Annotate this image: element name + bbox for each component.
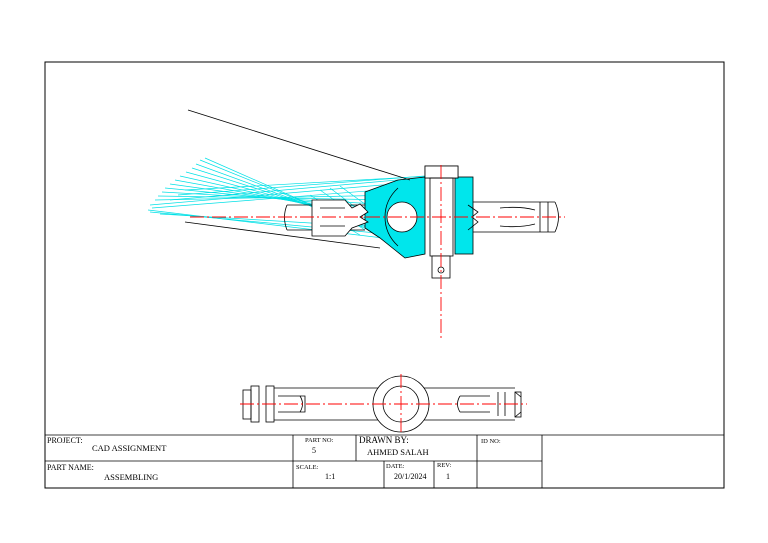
drawn-by-label: DRAWN BY: [359,435,409,445]
section-view [147,109,559,279]
part-name-label: PART NAME: [47,463,94,472]
part-no-value: 5 [312,446,316,455]
part-no-label: PART NO: [305,437,334,444]
sheet-border [44,61,725,489]
bottom-centerlines [240,374,527,435]
lower-edge-line [184,221,381,249]
leader-line [187,109,411,181]
section-centerlines [190,165,565,338]
drawn-by-value: AHMED SALAH [367,447,429,457]
rev-value: 1 [446,472,450,481]
project-value: CAD ASSIGNMENT [92,443,167,453]
part-name-value: ASSEMBLING [104,472,158,482]
right-rod [473,201,559,233]
hatched-knuckle [364,165,474,259]
rev-label: REV: [437,462,452,469]
id-no-label: ID NO: [481,438,501,445]
scale-value: 1:1 [325,472,335,481]
project-label: PROJECT: [47,436,83,445]
date-value: 20/1/2024 [394,472,426,481]
pin-head [424,165,459,179]
date-label: DATE: [386,463,405,470]
title-block [45,434,724,488]
scale-label: SCALE: [296,464,319,471]
